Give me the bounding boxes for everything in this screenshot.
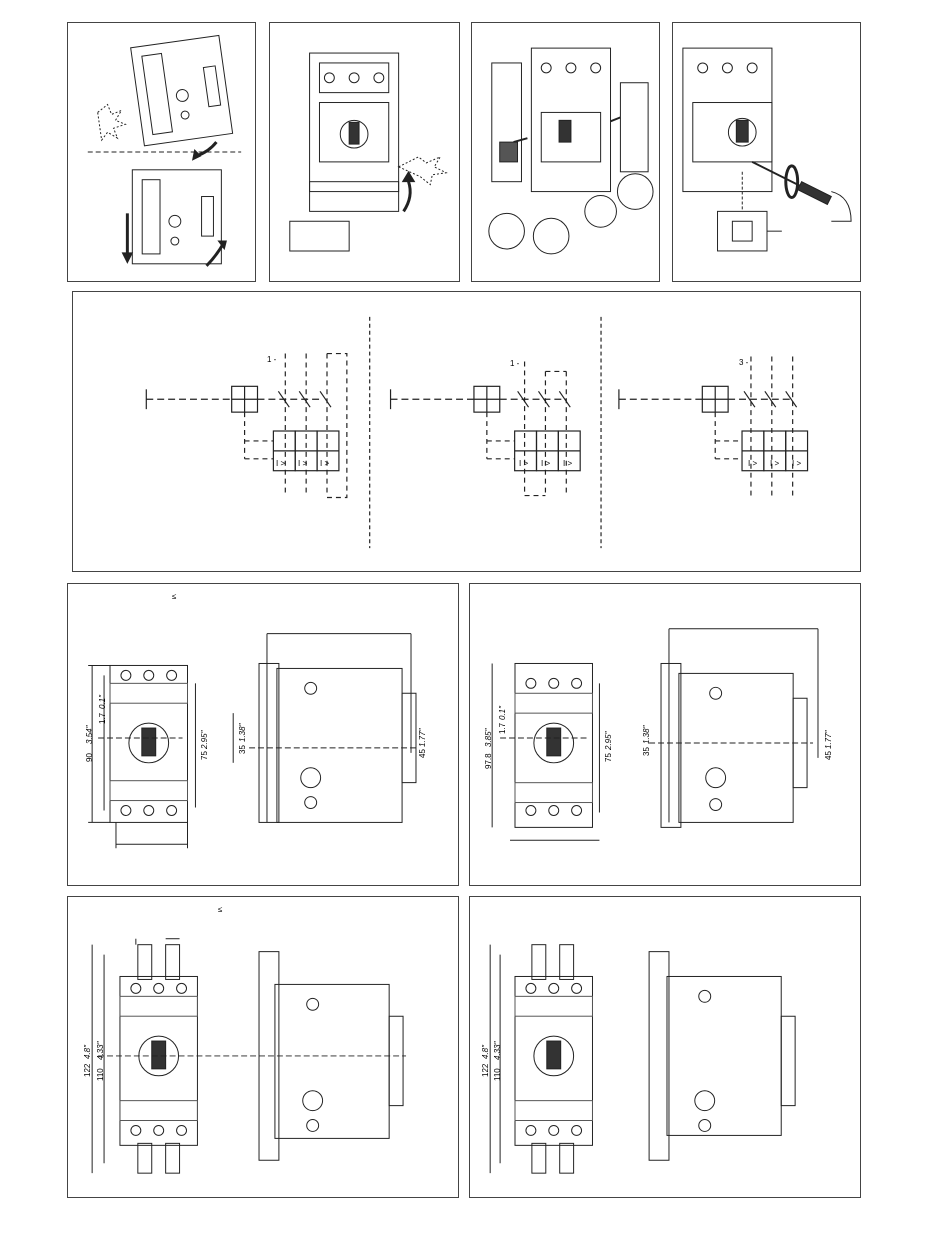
dim-height-in: 4.8" <box>481 1045 490 1059</box>
breaker-icon <box>472 23 659 281</box>
dim-height-mm: 122 <box>481 1064 490 1077</box>
dim-height-mm: 122 <box>83 1064 92 1077</box>
dim-side-in: 1.77" <box>824 731 833 749</box>
relay-label: I > <box>563 459 572 468</box>
padlock-icon <box>718 211 767 251</box>
dim-offset-mm: 1.7 <box>498 723 507 734</box>
dim-side-in: 1.77" <box>418 729 427 747</box>
dim-rail-mm: 35 <box>238 745 247 754</box>
instruction-panel-auxiliary <box>471 22 660 282</box>
dim-offset-in: 0.1" <box>498 706 507 720</box>
relay-label: I > <box>748 459 757 468</box>
breaker-dimension-drawing <box>470 584 860 885</box>
dim-side-mm: 45 <box>824 751 833 760</box>
breaker-dimension-drawing <box>68 584 458 885</box>
dim-rail-mm: 35 <box>642 747 651 756</box>
symbol-lte: ≤ <box>218 905 222 914</box>
dim-inner-in: 2.95" <box>604 732 613 750</box>
dimension-panel-bottom-left: ≤ 122 4.8" 110 4.33" <box>67 896 459 1198</box>
dimension-panel-top-right: 97.8 3.85" 1.7 0.1" 75 2.95" 35 1.38" 45… <box>469 583 861 886</box>
dim-inner-mm: 75 <box>200 751 209 760</box>
dimension-panel-bottom-right: 122 4.8" 110 4.33" <box>469 896 861 1198</box>
dim-inner-in: 4.33" <box>493 1042 502 1060</box>
dimension-panel-top-left: ≤ 90 3.54" 1.7 0.1" 75 2.95" 35 1.38" 45… <box>67 583 459 886</box>
dim-height-mm: 90 <box>85 753 94 762</box>
dim-height-mm: 97.8 <box>484 753 493 769</box>
dim-side-mm: 45 <box>418 749 427 758</box>
breaker-icon <box>270 23 459 281</box>
dim-offset-in: 0.1" <box>98 695 107 709</box>
dim-rail-in: 1.38" <box>642 726 651 744</box>
instruction-panel-lock <box>672 22 861 282</box>
dim-inner-in: 4.33" <box>96 1042 105 1060</box>
schematic-diagrams <box>73 292 860 571</box>
schematic-label-1: 1 - <box>267 355 276 364</box>
dim-inner-mm: 110 <box>493 1068 502 1081</box>
dim-height-in: 3.85" <box>484 729 493 747</box>
symbol-lte: ≤ <box>172 592 176 601</box>
relay-label: I > <box>792 459 801 468</box>
instruction-panel-terminal-cover <box>269 22 460 282</box>
relay-label: I > <box>770 459 779 468</box>
breaker-dimension-drawing <box>470 897 860 1197</box>
schematic-label-3: 3 - <box>739 358 748 367</box>
schematic-label-2: 1 - <box>510 359 519 368</box>
dim-rail-in: 1.38" <box>238 724 247 742</box>
relay-label: I > <box>541 459 550 468</box>
dim-inner-mm: 75 <box>604 753 613 762</box>
schematic-panel: 1 - 1 - 3 - I > I > I > I > I > I > I > … <box>72 291 861 572</box>
dim-inner-in: 2.95" <box>200 731 209 749</box>
breaker-icon <box>68 23 255 281</box>
breaker-icon <box>673 23 860 281</box>
instruction-panel-rail-mount <box>67 22 256 282</box>
dim-height-in: 3.54" <box>85 726 94 744</box>
relay-label: I > <box>519 459 528 468</box>
dim-height-in: 4.8" <box>83 1045 92 1059</box>
relay-label: I > <box>320 459 329 468</box>
relay-label: I > <box>276 459 285 468</box>
relay-label: I > <box>298 459 307 468</box>
breaker-dimension-drawing <box>68 897 458 1197</box>
dim-inner-mm: 110 <box>96 1068 105 1081</box>
dim-offset-mm: 1.7 <box>98 713 107 724</box>
